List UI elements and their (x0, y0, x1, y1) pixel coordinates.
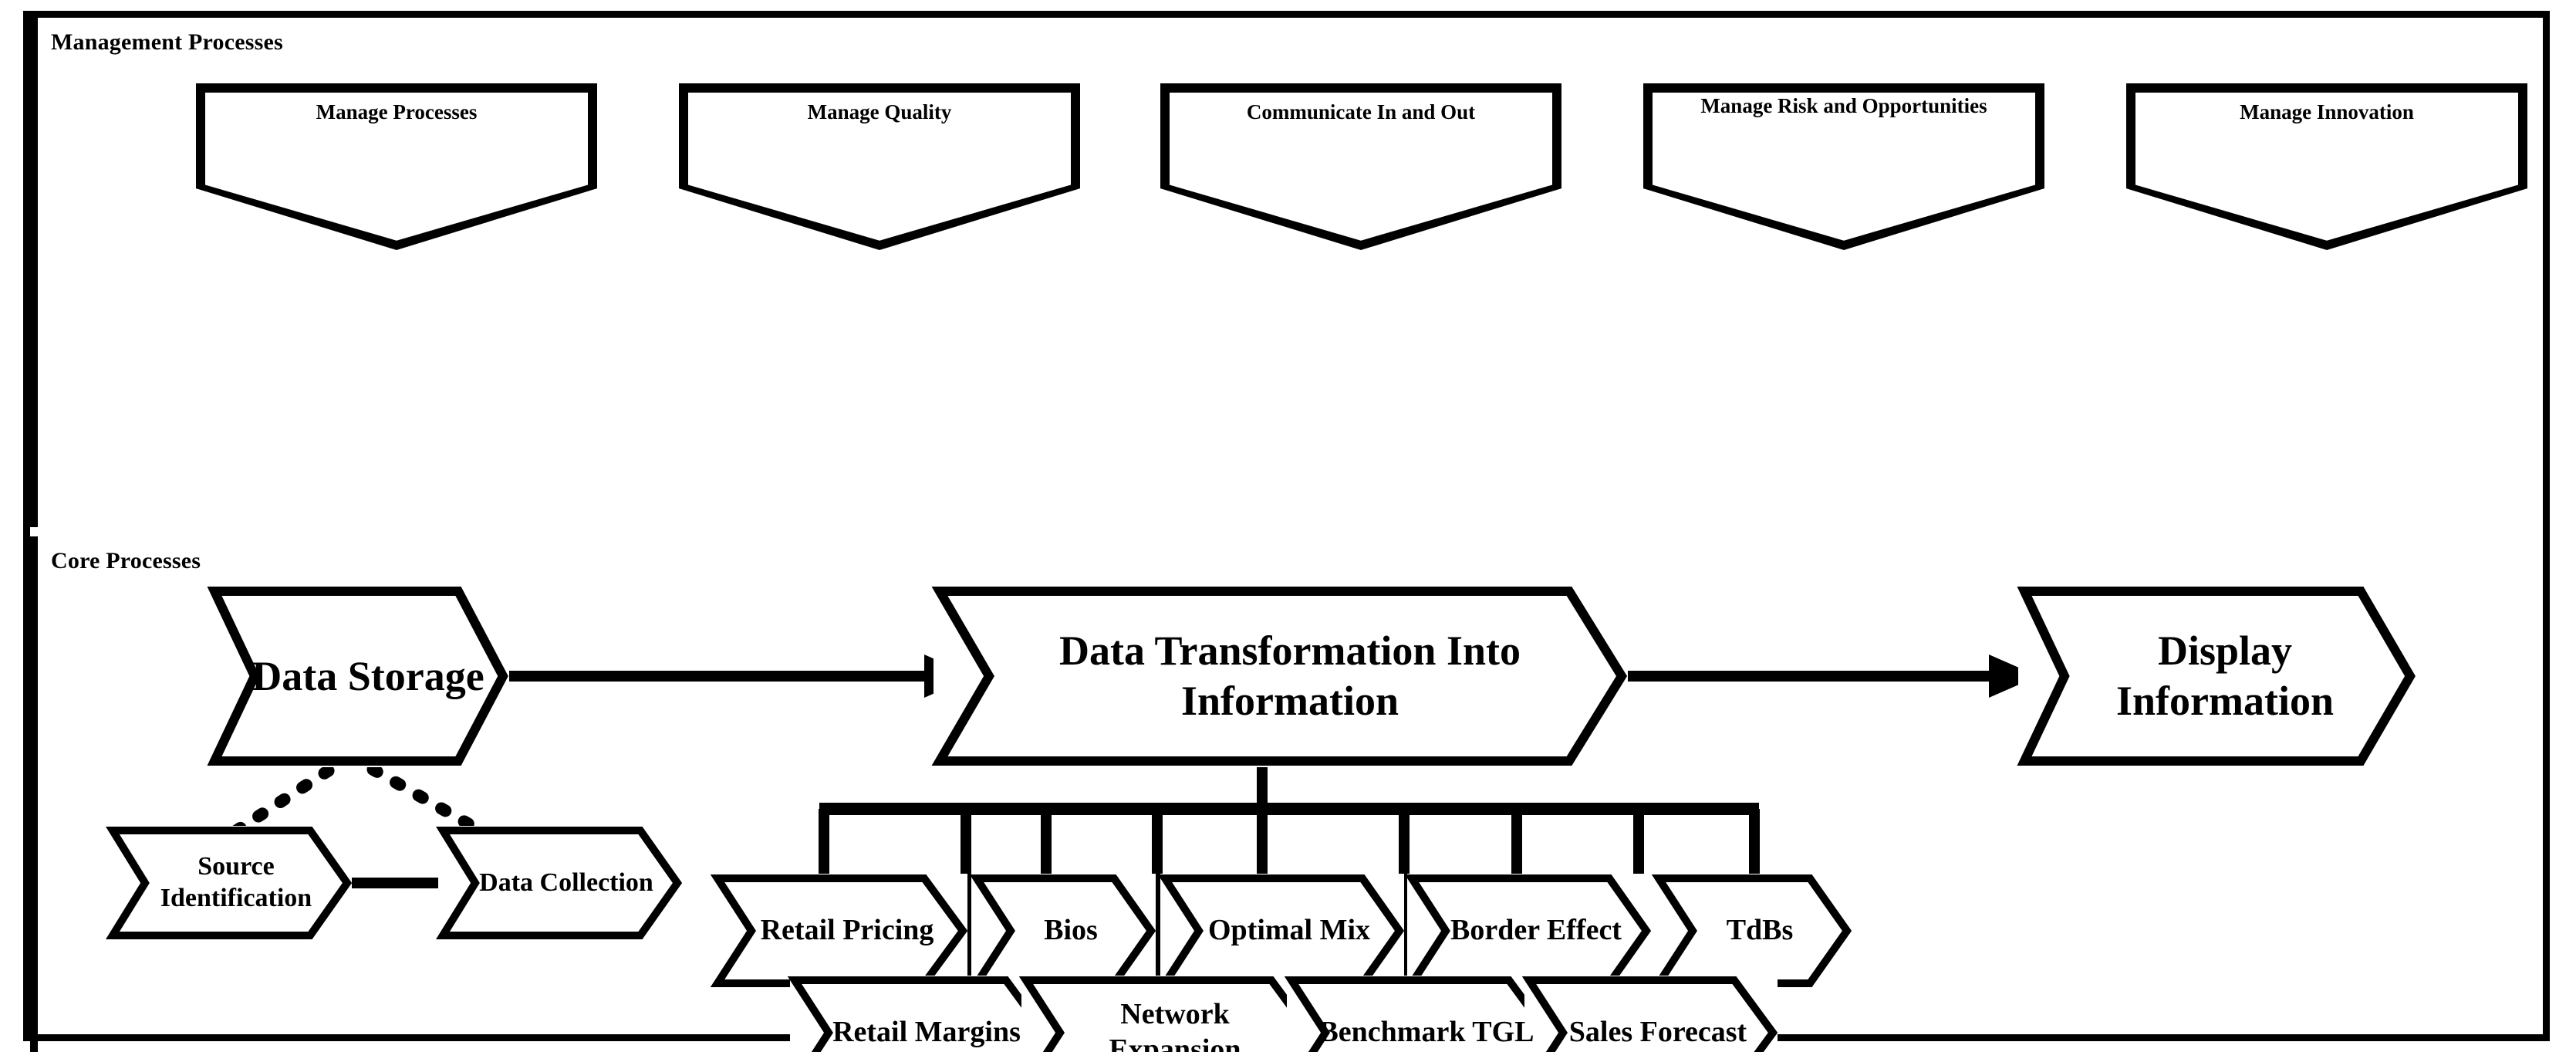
communicate-in-and-out-outline (1160, 83, 1561, 250)
process-data-storage[interactable]: Data Storage (207, 585, 509, 767)
process-bios[interactable]: Bios (969, 874, 1156, 988)
process-label: Data Storage (252, 652, 484, 699)
source-identification-outline (106, 827, 353, 939)
process-label: Border Effect (1450, 914, 1622, 947)
manage-quality-outline (679, 83, 1080, 250)
process-label: Manage Quality (807, 100, 952, 123)
band-title-core: Core Processes (51, 548, 201, 573)
process-label: Manage Risk and Opportunities (1700, 94, 1987, 117)
process-data-collection[interactable]: Data Collection (436, 826, 683, 940)
process-tdbs[interactable]: TdBs (1651, 874, 1852, 988)
sales-forecast-outline (1521, 976, 1778, 1052)
tdbs-outline (1651, 874, 1852, 987)
data-storage-outline (207, 587, 508, 766)
process-retail-pricing[interactable]: Retail Pricing (710, 874, 968, 988)
manage-innovation-outline (2126, 83, 2527, 250)
benchmark-tgl-outline (1284, 976, 1553, 1052)
process-label: Benchmark TGL (1318, 1016, 1534, 1049)
process-source-identification[interactable]: Source Identification (106, 826, 353, 940)
process-label: Communicate In and Out (1246, 100, 1476, 123)
process-label: Optimal Mix (1207, 914, 1371, 947)
network-expansion-outline (1018, 976, 1315, 1052)
band-title-management: Management Processes (51, 29, 283, 55)
process-label: Display Information (2116, 627, 2334, 724)
band-core-processes: Core Processes (30, 536, 2416, 1052)
process-label: TdBs (1726, 914, 1794, 947)
retail-margins-outline (787, 976, 1050, 1052)
process-optimal-mix[interactable]: Optimal Mix (1157, 874, 1405, 988)
process-border-effect[interactable]: Border Effect (1404, 874, 1652, 988)
process-communicate-in-and-out[interactable]: Communicate In and Out (1160, 83, 1561, 250)
process-retail-margins[interactable]: Retail Margins (787, 976, 1050, 1052)
display-information-outline (2017, 587, 2416, 766)
manage-processes-outline (196, 83, 597, 250)
process-label: Sales Forecast (1568, 1016, 1747, 1049)
manage-risk-and-opportunities-outline (1643, 83, 2044, 250)
process-sales-forecast[interactable]: Sales Forecast (1521, 976, 1778, 1052)
process-benchmark-tgl[interactable]: Benchmark TGL (1284, 976, 1553, 1052)
process-label: Data Transformation Into Information (1058, 627, 1521, 724)
process-label: Source Identification (160, 852, 312, 912)
data-collection-outline (436, 827, 683, 939)
band-management-processes: Management Processes Manage Processes Ma… (30, 18, 2527, 527)
process-label: Retail Margins (832, 1016, 1021, 1049)
process-manage-innovation[interactable]: Manage Innovation (2126, 83, 2527, 250)
process-data-transformation[interactable]: Data Transformation Into Information (931, 585, 1628, 767)
process-label: Retail Pricing (760, 914, 934, 947)
diagram-outer-frame: Management Processes Manage Processes Ma… (23, 11, 2550, 1052)
process-label: Manage Innovation (2240, 100, 2414, 123)
process-manage-risk-and-opportunities[interactable]: Manage Risk and Opportunities (1643, 83, 2044, 250)
process-display-information[interactable]: Display Information (2017, 585, 2416, 767)
process-label: Bios (1044, 914, 1098, 947)
process-manage-quality[interactable]: Manage Quality (679, 83, 1080, 250)
process-manage-processes[interactable]: Manage Processes (196, 83, 597, 250)
process-network-expansion[interactable]: Network Expansion (1018, 976, 1315, 1052)
process-label: Data Collection (479, 868, 653, 897)
process-label: Network Expansion (1109, 998, 1241, 1052)
data-transformation-outline (931, 587, 1628, 766)
process-label: Manage Processes (316, 100, 478, 123)
